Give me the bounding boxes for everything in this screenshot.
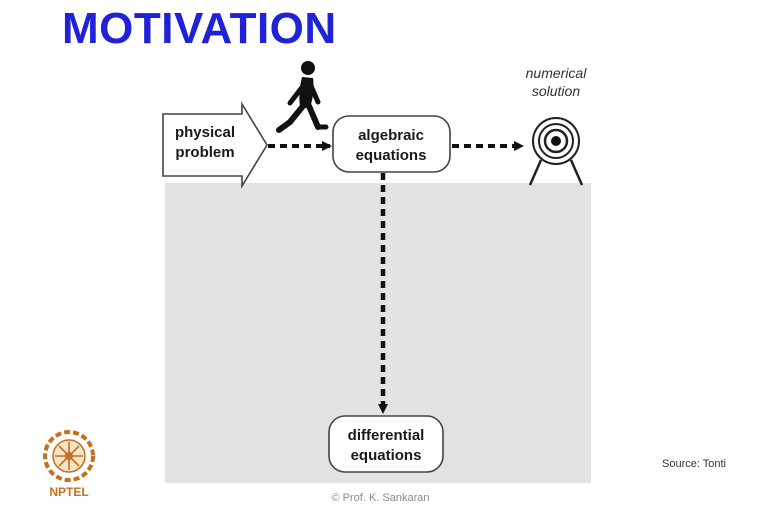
nptel-logo-text: NPTEL (49, 485, 88, 499)
source-credit: Source: Tonti (662, 458, 727, 470)
algebraic-equations-label-1: algebraic (358, 127, 424, 144)
differential-equations-label-2: equations (351, 447, 422, 464)
target-icon (528, 117, 584, 186)
copyright-notice: © Prof. K. Sankaran (331, 492, 430, 504)
numerical-solution-label-1: numerical (526, 65, 588, 81)
algebraic-equations-node: algebraic equations (332, 115, 451, 173)
nptel-logo-icon: NPTEL (43, 430, 95, 499)
physical-problem-label-2: problem (175, 144, 234, 161)
differential-equations-label-1: differential (348, 427, 425, 444)
walking-person-icon (276, 61, 329, 133)
physical-problem-node: physical problem (162, 101, 268, 189)
algebraic-equations-label-2: equations (356, 147, 427, 164)
numerical-solution-label-2: solution (532, 83, 580, 99)
slide-title: MOTIVATION (62, 4, 337, 53)
physical-problem-label-1: physical (175, 124, 235, 141)
differential-equations-node: differential equations (328, 415, 444, 473)
